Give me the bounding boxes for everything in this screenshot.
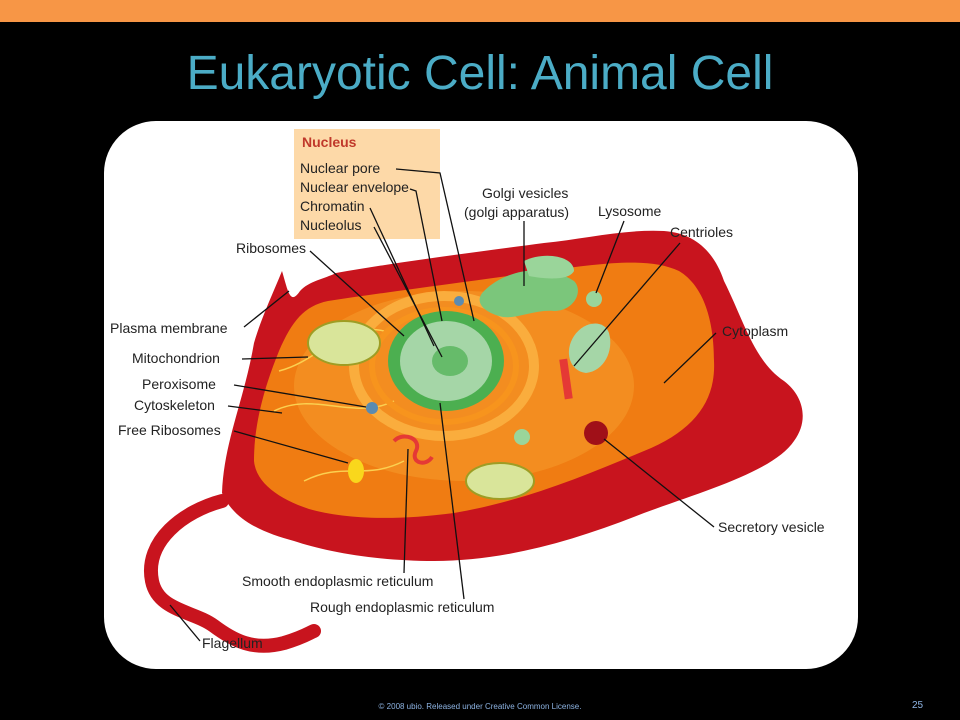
nuclear-envelope-label: Nuclear envelope bbox=[300, 179, 409, 195]
cytoplasm-label: Cytoplasm bbox=[722, 323, 788, 339]
nucleolus-shape bbox=[432, 346, 468, 376]
slide-title: Eukaryotic Cell: Animal Cell bbox=[186, 47, 774, 100]
centriole-shape bbox=[559, 358, 573, 400]
mitochondrion-label: Mitochondrion bbox=[132, 350, 220, 366]
smooth-er-label: Smooth endoplasmic reticulum bbox=[242, 573, 433, 589]
nuclear-pore-label: Nuclear pore bbox=[300, 160, 380, 176]
free-ribosome-shape bbox=[348, 459, 364, 483]
smooth-er-shape bbox=[392, 434, 434, 465]
peroxisome-shape bbox=[366, 402, 378, 414]
rough-er-label: Rough endoplasmic reticulum bbox=[310, 599, 494, 615]
golgi-vesicle bbox=[524, 255, 574, 279]
secretory-vesicle-label: Secretory vesicle bbox=[718, 519, 825, 535]
ribosome-dot bbox=[454, 296, 464, 306]
lysosome-shape bbox=[586, 291, 602, 307]
top-accent-bar bbox=[0, 0, 960, 22]
golgi-label-line-2: (golgi apparatus) bbox=[464, 204, 569, 220]
page-number: 25 bbox=[912, 700, 924, 711]
nucleolus-label: Nucleolus bbox=[300, 217, 361, 233]
centrioles-label: Centrioles bbox=[670, 224, 733, 240]
leader-lines bbox=[169, 168, 717, 642]
nucleus-label-box bbox=[294, 129, 440, 239]
chromatin-label: Chromatin bbox=[300, 198, 365, 214]
flagellum-label: Flagellum bbox=[202, 635, 263, 651]
secretory-vesicle-shape bbox=[584, 421, 608, 445]
vesicle-shape bbox=[514, 429, 530, 445]
copyright-footer: © 2008 ubio. Released under Creative Com… bbox=[378, 702, 582, 711]
lysosome-label: Lysosome bbox=[598, 203, 662, 219]
mitochondrion-shape bbox=[307, 320, 381, 366]
cytoskeleton-label: Cytoskeleton bbox=[134, 397, 215, 413]
free-ribosomes-label: Free Ribosomes bbox=[118, 422, 221, 438]
diagram-panel: Nucleus Nuclear pore Nuclear envelope Ch… bbox=[104, 121, 858, 669]
animal-cell-diagram: Nucleus Nuclear pore Nuclear envelope Ch… bbox=[110, 129, 825, 653]
peroxisome-label: Peroxisome bbox=[142, 376, 216, 392]
golgi-label-line-1: Golgi vesicles bbox=[482, 185, 568, 201]
ribosomes-label: Ribosomes bbox=[236, 240, 306, 256]
rough-er-shape-inner bbox=[369, 307, 519, 425]
plasma-membrane-label: Plasma membrane bbox=[110, 320, 228, 336]
nucleus-heading: Nucleus bbox=[302, 134, 357, 150]
golgi-shape bbox=[479, 270, 578, 318]
flagellum-shape bbox=[143, 494, 321, 653]
mitochondrion-shape-2 bbox=[465, 462, 535, 500]
